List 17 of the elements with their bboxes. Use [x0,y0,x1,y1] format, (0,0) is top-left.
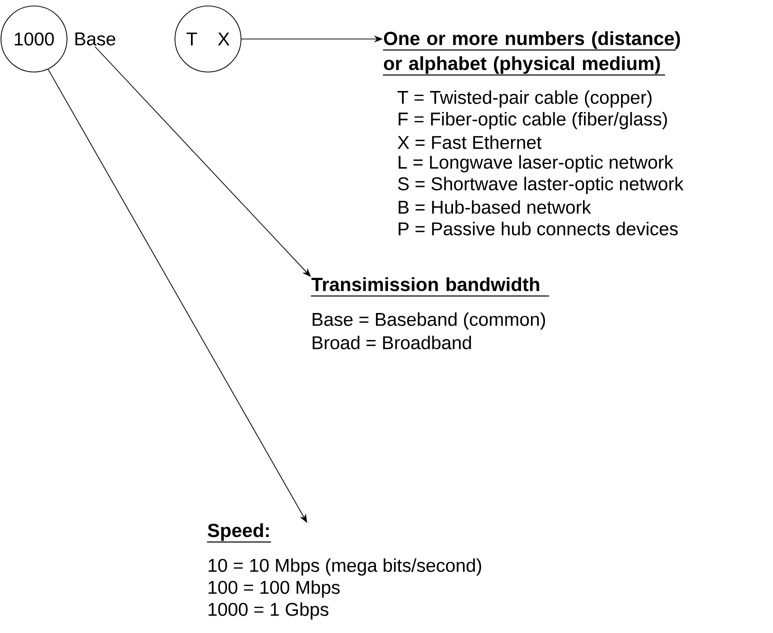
heading: Speed: [208,523,269,541]
heading: One or more numbers (distance) or alphabet (physical medium) [384,31,680,74]
definition-line: Base = Baseband (common) [312,312,545,330]
definition-line: 10 = 10 Mbps (mega bits/second) [208,558,482,576]
arrow [94,46,311,277]
definition-line: P = Passive hub connects devices [398,222,678,236]
definition-line: T = Twisted-pair cable (copper) [398,90,652,108]
definition-line: Broad = Broadband [312,336,471,350]
definition-line: S = Shortwave laster-optic network [398,176,684,194]
definition-line: X = Fast Ethernet [398,135,542,149]
definition-line: 100 = 100 Mbps [208,580,340,598]
definition-line: 1000 = 1 Gbps [208,602,328,620]
heading: Transimission bandwidth [311,277,540,292]
definition-line: B = Hub-based network [398,200,592,214]
definition-line: L = Longwave laser-optic network [398,155,674,172]
code-word: Base [75,32,116,46]
definition-line: F = Fiber-optic cable (fiber/glass) [398,112,667,130]
